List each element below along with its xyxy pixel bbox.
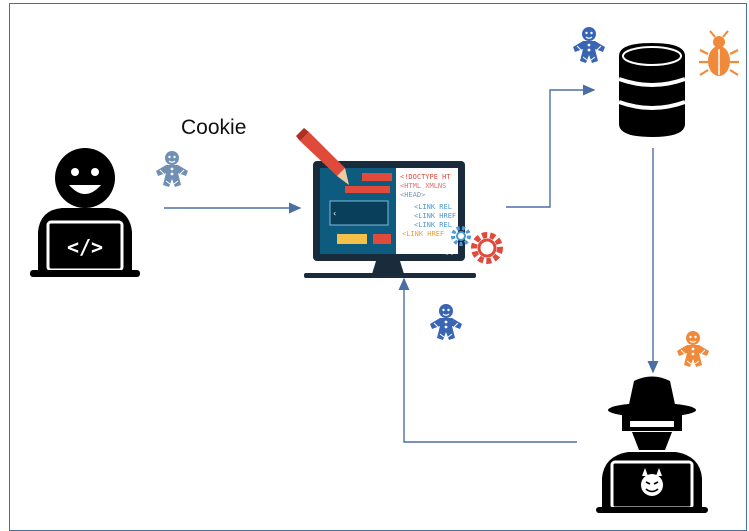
code-line: <LINK REL <box>414 221 452 229</box>
code-line: <LINK REL <box>414 203 452 211</box>
developer-laptop-icon: </> <box>30 148 140 277</box>
bug-icon <box>699 30 739 76</box>
code-line: <LINK HREF <box>414 212 456 220</box>
web-app-monitor-icon: ‹ <!DOCTYPE HT <HTML XMLNS <HEAD> <LINK … <box>304 161 476 278</box>
hacker-laptop-icon <box>596 376 708 513</box>
gingerbread-cookie-icon <box>155 150 189 188</box>
svg-text:‹: ‹ <box>333 209 336 218</box>
gingerbread-cookie-icon <box>429 303 463 341</box>
gingerbread-cookie-icon <box>676 330 710 368</box>
code-line: <!DOCTYPE HT <box>400 173 451 181</box>
code-line: <HTML XMLNS <box>400 182 446 190</box>
code-line: <LINK HREF <box>402 230 444 238</box>
svg-text:</>: </> <box>67 235 103 259</box>
gear-icon <box>451 226 503 264</box>
arrow-hacker-to-app <box>398 277 577 443</box>
cookie-label: Cookie <box>181 116 247 139</box>
pencil-icon <box>296 128 349 185</box>
code-line: <HEAD> <box>400 191 425 199</box>
arrow-app-to-database <box>506 84 596 208</box>
gingerbread-cookie-icon <box>572 26 606 64</box>
database-icon <box>618 43 686 137</box>
